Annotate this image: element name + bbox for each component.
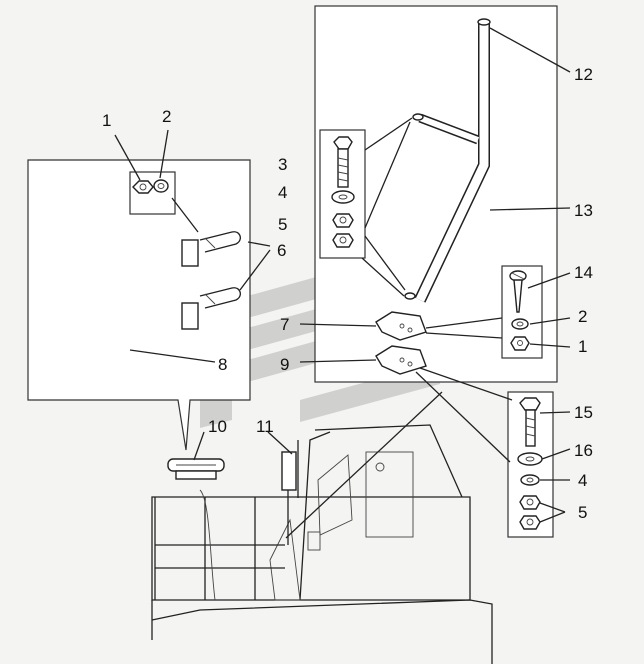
- callout-6: 6: [277, 241, 286, 260]
- callout-5: 5: [278, 215, 287, 234]
- nut-icon: [519, 495, 541, 530]
- callout-3: 3: [278, 155, 287, 174]
- callout-12: 12: [574, 65, 593, 84]
- washer-icon: [331, 190, 355, 204]
- callout-10: 10: [208, 417, 227, 436]
- callout-11: 11: [256, 417, 274, 436]
- bracket-icon: [375, 311, 427, 375]
- nut-icon: [510, 336, 530, 351]
- bolt-icon: [519, 397, 541, 447]
- callout-1: 1: [102, 111, 111, 130]
- u-handle-icon: [41, 231, 242, 389]
- washer-icon: [153, 179, 169, 193]
- callout-2b: 2: [578, 307, 587, 326]
- callout-1b: 1: [578, 337, 587, 356]
- callout-9: 9: [280, 355, 289, 374]
- callout-14: 14: [574, 263, 593, 282]
- callout-16: 16: [574, 441, 593, 460]
- hardware-detail-panel: [415, 367, 571, 538]
- washer-icon: [517, 452, 543, 486]
- callout-4: 4: [278, 183, 287, 202]
- rail-post-icon: [404, 18, 491, 303]
- handle-detail-panel: [27, 129, 271, 451]
- nut-icon: [132, 180, 154, 194]
- nut-icon: [332, 213, 354, 248]
- callout-5b: 5: [578, 503, 587, 522]
- callout-labels: 1 2 6 8 3 4 5 7 9 12 13 14 2 1 15 16 4 5…: [102, 65, 593, 522]
- callout-7: 7: [280, 315, 289, 334]
- callout-4b: 4: [578, 471, 587, 490]
- callout-8: 8: [218, 355, 227, 374]
- washer-icon: [511, 318, 529, 330]
- screw-icon: [509, 270, 527, 313]
- callout-2: 2: [162, 107, 171, 126]
- roof-handle-icon: [167, 458, 225, 480]
- machine-cab-outline: [151, 391, 493, 664]
- callout-13: 13: [574, 201, 593, 220]
- callout-15: 15: [574, 403, 593, 422]
- bolt-icon: [333, 136, 353, 188]
- rail-detail-panel: [299, 5, 571, 383]
